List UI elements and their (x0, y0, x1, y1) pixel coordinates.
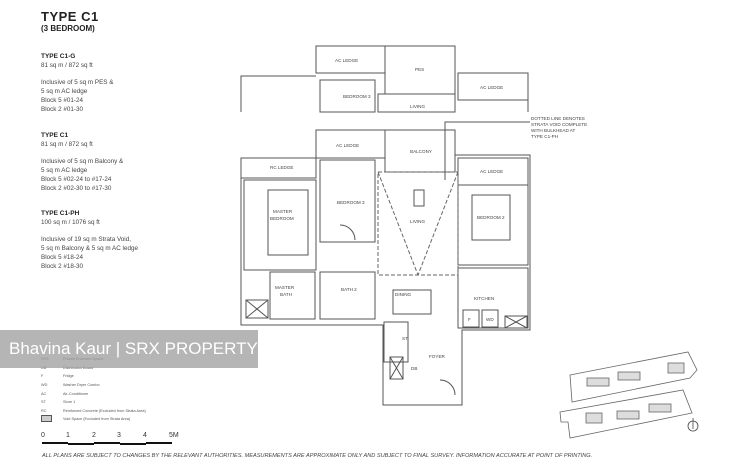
rooms-lower-f: F (468, 317, 471, 322)
scale-bar: 0 1 2 3 4 5M (41, 432, 191, 446)
type-c1-info: TYPE C1 81 sq m / 872 sq ft Inclusive of… (41, 131, 123, 193)
scale-labels-2: 2 (92, 432, 96, 439)
void-space-icon (41, 415, 52, 423)
rooms-upper-bed3: BEDROOM 3 (343, 94, 371, 99)
rooms-lower-mbath2: BATH (280, 292, 292, 297)
note-0: DOTTED LINE DENOTES (531, 116, 585, 121)
scale-labels-5: 5M (169, 432, 179, 439)
rooms-lower-db: DB (411, 366, 417, 371)
page-subtitle: (3 BEDROOM) (41, 24, 95, 33)
rooms-lower-master1: MASTER (273, 209, 293, 214)
types-0-name: TYPE C1-G (41, 53, 76, 60)
types-0-area: 81 sq m / 872 sq ft (41, 62, 93, 69)
types-2-lines-1: 5 sq m Balcony & 5 sq m AC ledge (41, 245, 138, 252)
watermark: Bhavina Kaur | SRX PROPERTY (0, 330, 258, 368)
rooms-lower-rc: RC LEDGE (270, 165, 294, 170)
disclaimer: ALL PLANS ARE SUBJECT TO CHANGES BY THE … (42, 453, 593, 459)
rooms-lower-wd: WD (486, 317, 494, 322)
types-1-lines-2: Block 5 #02-24 to #17-24 (41, 176, 112, 183)
types-0-lines-3: Block 2 #01-30 (41, 106, 84, 113)
legend-3-key: WD (41, 383, 48, 388)
legend-4-desc: Air-Conditioner (63, 391, 89, 396)
lower-plan (240, 129, 531, 406)
room-labels: AC LEDGE PES AC LEDGE BEDROOM 3 LIVING A… (270, 58, 505, 371)
types-2-lines-0: Inclusive of 19 sq m Strata Void, (41, 236, 131, 243)
rooms-lower-bath2: BATH 2 (341, 287, 357, 292)
legend-4-key: AC (41, 391, 47, 396)
legend-6-desc: Reinforced Concrete (Excluded from Strat… (63, 408, 146, 413)
rooms-lower-ac1: AC LEDGE (336, 143, 359, 148)
rooms-lower-master2: BEDROOM (270, 216, 294, 221)
rooms-lower-bed2: BEDROOM 2 (477, 215, 505, 220)
legend-6-key: RC (41, 408, 47, 413)
rooms-upper-living: LIVING (410, 104, 425, 109)
rooms-lower-mbath1: MASTER (275, 285, 295, 290)
rooms-lower-dining: DINING (395, 292, 412, 297)
types-1-lines-3: Block 2 #02-30 to #17-30 (41, 185, 112, 192)
rooms-lower-ac2: AC LEDGE (480, 169, 503, 174)
types-1-lines-0: Inclusive of 5 sq m Balcony & (41, 158, 124, 165)
rooms-upper-ac1: AC LEDGE (335, 58, 358, 63)
types-2-lines-3: Block 2 #18-30 (41, 263, 84, 270)
page-title: TYPE C1 (41, 9, 99, 24)
scale-labels-1: 1 (66, 432, 70, 439)
legend-3-desc: Washer Dryer Combo (63, 383, 100, 388)
types-1-name: TYPE C1 (41, 132, 69, 139)
scale-labels-4: 4 (143, 432, 147, 439)
rooms-lower-foyer: FOYER (429, 354, 446, 359)
legend-7-desc: Void Space (Excluded from Strata Area) (63, 417, 131, 422)
north-compass-icon (687, 418, 699, 432)
rooms-upper-ac2: AC LEDGE (480, 85, 503, 90)
scale-labels-0: 0 (41, 432, 45, 439)
note-2: WITH BULKHEAD AT (531, 128, 576, 133)
type-c1-ph-info: TYPE C1-PH 100 sq m / 1076 sq ft Inclusi… (41, 209, 138, 271)
scale-labels-3: 3 (117, 432, 121, 439)
rooms-upper-pes: PES (415, 67, 424, 72)
legend-2-desc: Fridge (63, 374, 74, 379)
legend-5-desc: Store 1 (63, 400, 76, 405)
types-0-lines-2: Block 5 #01-24 (41, 97, 84, 104)
types-0-lines-0: Inclusive of 5 sq m PES & (41, 79, 114, 86)
rooms-lower-living: LIVING (410, 219, 425, 224)
types-0-lines-1: 5 sq m AC ledge (41, 88, 88, 95)
types-1-area: 81 sq m / 872 sq ft (41, 141, 93, 148)
legend-2-key: F (41, 374, 44, 379)
note-3: TYPE C1-PH (531, 134, 559, 139)
site-plan (559, 351, 698, 439)
upper-plan (240, 45, 529, 113)
note-1: STRATA VOID COMPLETE (531, 122, 588, 127)
rooms-lower-balcony: BALCONY (410, 149, 432, 154)
rooms-lower-kitchen: KITCHEN (474, 296, 494, 301)
type-c1-g-info: TYPE C1-G 81 sq m / 872 sq ft Inclusive … (41, 52, 113, 114)
rooms-lower-bed3: BEDROOM 3 (337, 200, 365, 205)
legend-5-key: ST (41, 400, 46, 405)
types-2-area: 100 sq m / 1076 sq ft (41, 219, 100, 226)
types-2-lines-2: Block 5 #18-24 (41, 254, 84, 261)
types-2-name: TYPE C1-PH (41, 210, 80, 217)
types-1-lines-1: 5 sq m AC ledge (41, 167, 88, 174)
rooms-lower-st: ST (402, 336, 408, 341)
